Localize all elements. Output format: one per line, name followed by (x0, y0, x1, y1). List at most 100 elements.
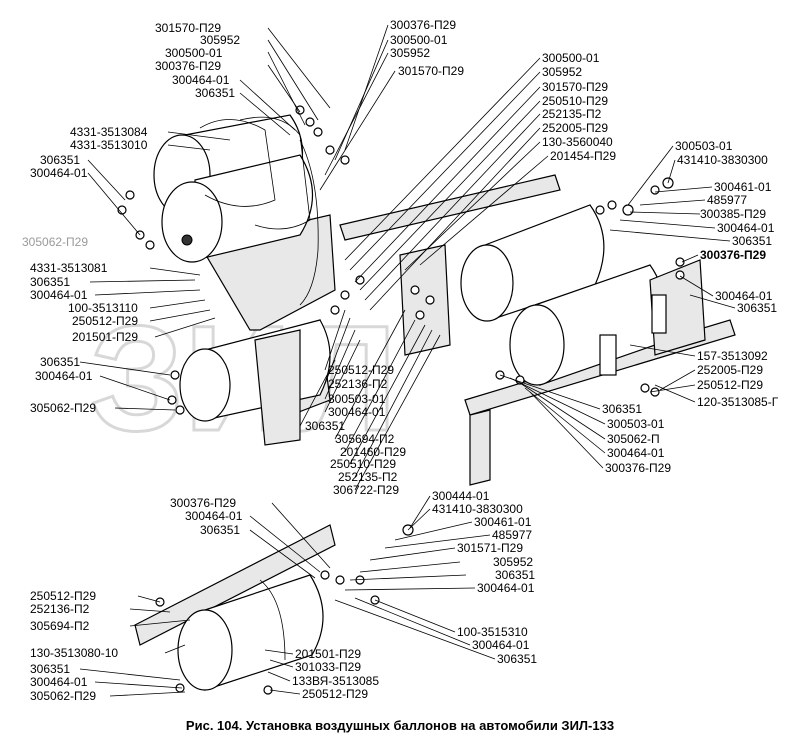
part-label: 300376-П29 (700, 248, 766, 262)
part-label: 305062-П29 (22, 235, 88, 249)
part-label: 300500-01 (165, 46, 223, 60)
part-label: 300464-01 (30, 288, 88, 302)
part-label: 252005-П29 (542, 121, 608, 135)
part-label: 300464-01 (30, 675, 88, 689)
tank-strap-2 (239, 116, 311, 230)
part-label: 305694-П2 (335, 432, 395, 446)
part-label: 133ВЯ-3513085 (292, 674, 379, 688)
part-label: 301571-П29 (457, 541, 523, 555)
part-label: 130-3513080-10 (30, 646, 118, 660)
part-label: 485977 (492, 528, 532, 542)
part-label: 300376-П29 (155, 59, 221, 73)
frame-rail (134, 524, 336, 646)
tank-end (177, 609, 233, 691)
part-label: 300464-01 (607, 446, 665, 460)
part-label: 306351 (195, 86, 235, 100)
part-label: 130-3560040 (542, 135, 613, 149)
part-label: 250512-П29 (30, 589, 96, 603)
part-label: 305694-П2 (30, 619, 90, 633)
frame-post (469, 409, 491, 486)
tank-body (204, 574, 324, 691)
part-label: 306351 (737, 301, 777, 315)
part-label: 252136-П2 (30, 602, 90, 616)
part-label: 201501-П29 (295, 647, 361, 661)
part-label: 301570-П29 (542, 80, 608, 94)
nut (125, 190, 135, 200)
nut (167, 395, 177, 405)
part-label: 305062-П29 (30, 401, 96, 415)
part-label: 305952 (390, 46, 430, 60)
part-label: 300464-01 (717, 221, 775, 235)
fitting (622, 204, 634, 216)
part-label: 306351 (602, 402, 642, 416)
part-labels: 301570-П29 305952 300500-01 300376-П29 3… (22, 18, 779, 703)
fitting (650, 185, 660, 195)
tank-front-end (161, 181, 223, 263)
part-label: 431410-3830300 (677, 153, 768, 167)
part-label: 300464-01 (715, 289, 773, 303)
part-label: 301570-П29 (155, 21, 221, 35)
part-label: 300461-01 (714, 180, 772, 194)
fitting (325, 145, 335, 155)
part-label: 300385-П29 (700, 207, 766, 221)
part-label: 120-3513085-Г (697, 395, 779, 409)
part-label: 201454-П29 (550, 149, 616, 163)
strap-clamp (599, 334, 617, 376)
strap-clamp (651, 294, 667, 334)
tank-front-end (509, 304, 565, 386)
part-label: 300376-П29 (390, 18, 456, 32)
part-label: 300444-01 (432, 489, 490, 503)
frame-post-left (254, 329, 301, 446)
mount-plate (399, 244, 451, 356)
part-label: 250512-П29 (72, 314, 138, 328)
drain-valve (181, 234, 193, 246)
part-label: 300464-01 (472, 638, 530, 652)
part-label: 300464-01 (185, 509, 243, 523)
fitting (320, 570, 330, 580)
part-label: 250510-П29 (542, 94, 608, 108)
part-label: 300503-01 (675, 139, 733, 153)
part-label: 100-3515310 (457, 625, 528, 639)
part-label: 301570-П29 (398, 64, 464, 78)
bolt (340, 290, 350, 300)
part-label: 201501-П29 (72, 330, 138, 344)
tank-strap (259, 579, 286, 661)
part-label: 305062-П (607, 432, 660, 446)
fitting (313, 127, 323, 137)
upper-left-tank-pair (117, 105, 350, 331)
part-label: 306722-П29 (333, 483, 399, 497)
air-pipe (299, 139, 319, 306)
part-label: 300464-01 (328, 405, 386, 419)
bolt (410, 285, 420, 295)
tank-end (179, 348, 231, 422)
part-label: 300500-01 (542, 51, 600, 65)
tank-strap-1 (199, 119, 276, 207)
nut (675, 257, 685, 267)
part-label: 300464-01 (172, 73, 230, 87)
part-label: 301033-П29 (295, 660, 361, 674)
part-label: 252135-П2 (542, 107, 602, 121)
part-label: 250512-П29 (328, 363, 394, 377)
fitting (595, 205, 605, 215)
part-label: 306351 (497, 652, 537, 666)
fitting (335, 575, 345, 585)
part-label: 306351 (305, 419, 345, 433)
part-label: 306351 (200, 523, 240, 537)
part-label: 305952 (493, 555, 533, 569)
part-label: 305062-П29 (30, 689, 96, 703)
part-label: 306351 (30, 275, 70, 289)
part-label: 300500-01 (390, 33, 448, 47)
nut (145, 240, 155, 250)
part-label: 300464-01 (477, 581, 535, 595)
part-label: 157-3513092 (697, 349, 768, 363)
tank-front-body (194, 154, 314, 261)
part-label: 300464-01 (35, 369, 93, 383)
part-label: 306351 (40, 355, 80, 369)
part-label: 300503-01 (328, 392, 386, 406)
part-label: 305952 (542, 65, 582, 79)
part-label: 306351 (732, 234, 772, 248)
part-label: 300461-01 (474, 515, 532, 529)
part-label: 485977 (707, 193, 747, 207)
